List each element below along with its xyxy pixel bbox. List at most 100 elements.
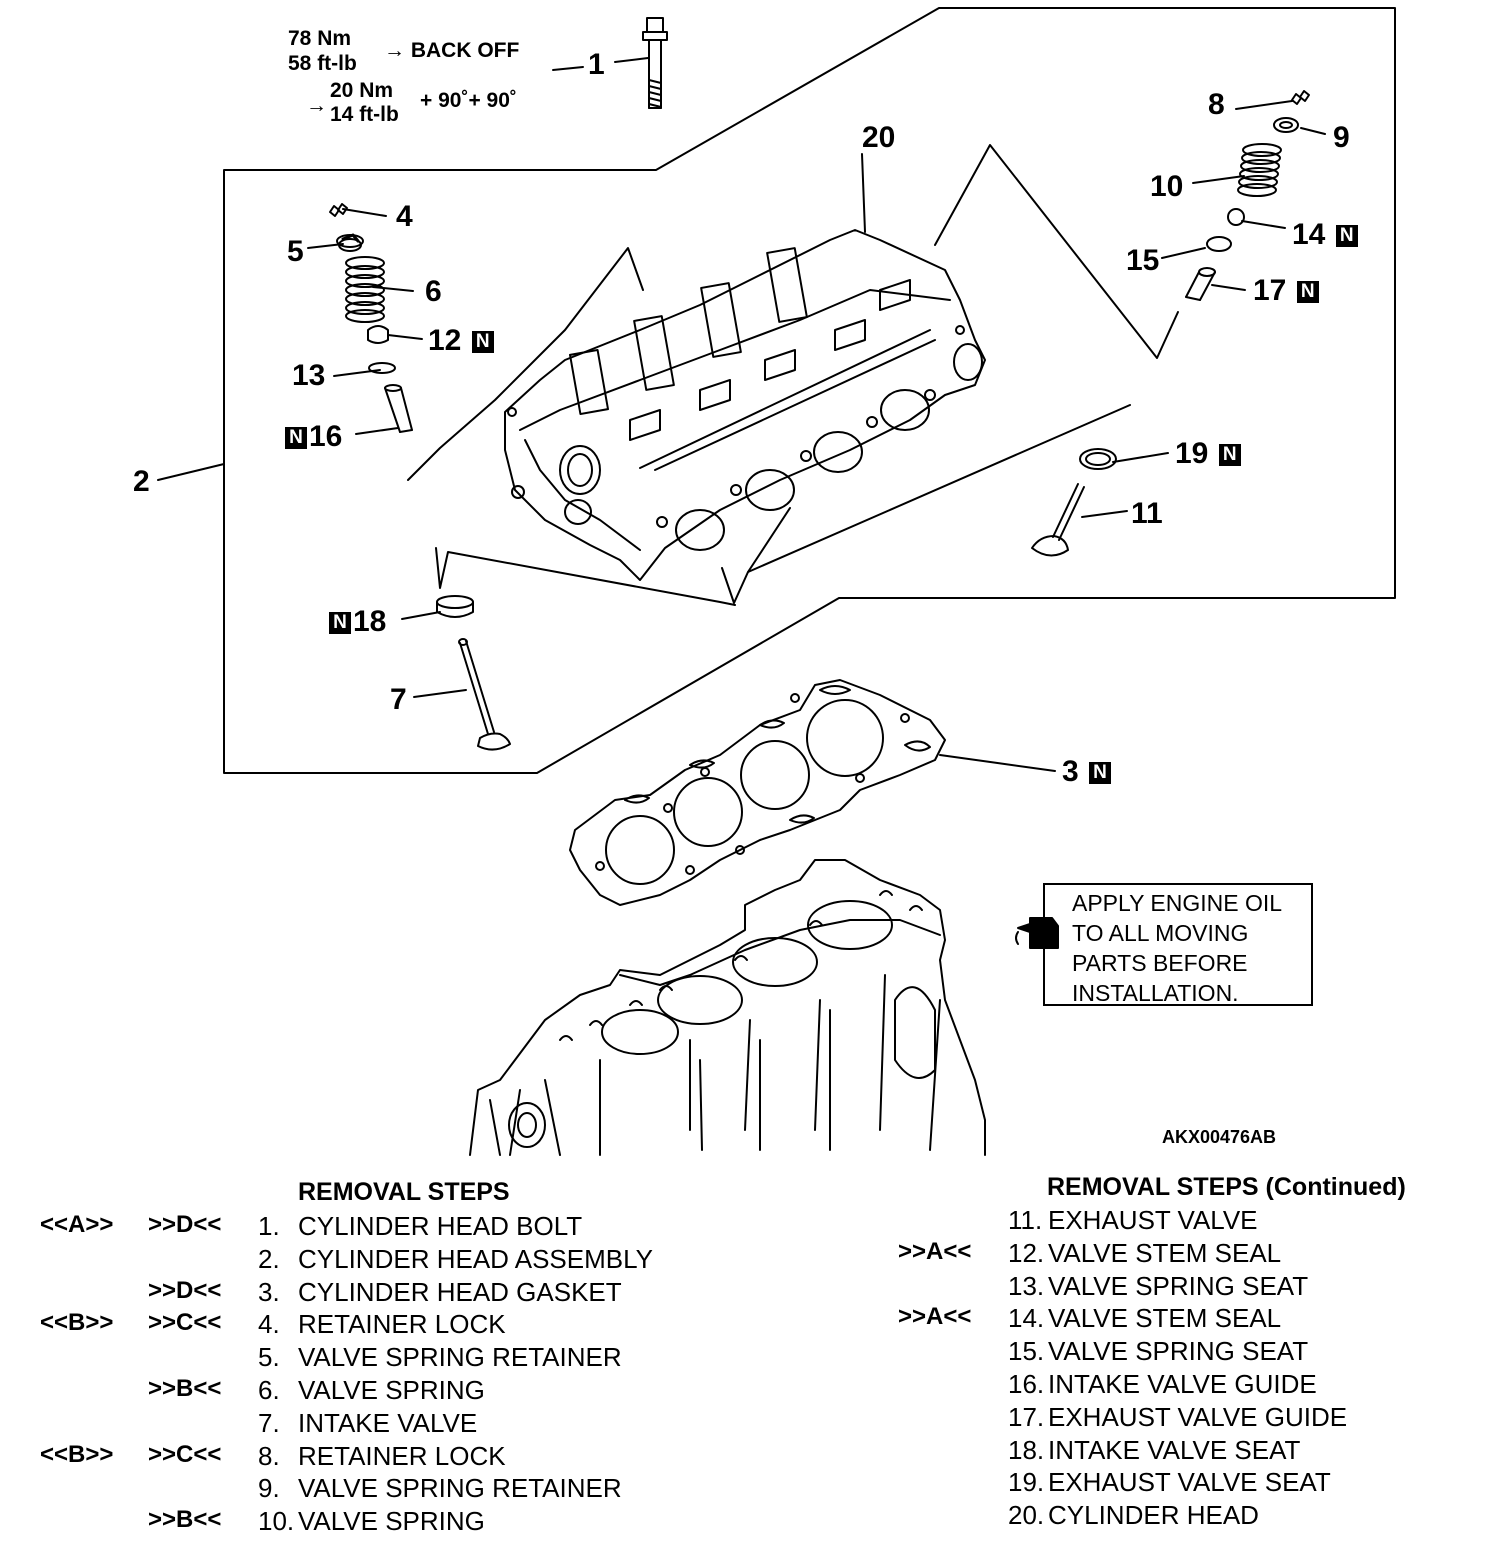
note-line-1: APPLY ENGINE OIL: [1072, 890, 1283, 916]
step-mark: >>A<<: [898, 1303, 972, 1331]
step-number: 9.: [258, 1473, 280, 1504]
note-line-4: INSTALLATION.: [1072, 980, 1239, 1006]
step-number: 14.: [1008, 1303, 1045, 1334]
exhaust-valve-guide-17: [1185, 267, 1216, 301]
step-mark-right: >>B<<: [148, 1506, 222, 1534]
breakout-line-lower: [435, 547, 736, 606]
torque-back-off: → BACK OFF: [384, 39, 520, 62]
step-number: 20.: [1008, 1500, 1045, 1531]
retainer-lock-8: [1291, 90, 1310, 105]
intake-valve-guide-16: [384, 384, 413, 433]
callout-3: 3 N: [1062, 757, 1113, 787]
step-mark-right: >>D<<: [148, 1211, 222, 1238]
breakout-line-left: [407, 247, 644, 481]
step-text: VALVE SPRING RETAINER: [298, 1473, 622, 1504]
callout-13: 13: [292, 359, 326, 392]
step-text: VALVE SPRING: [298, 1506, 485, 1537]
step-text: INTAKE VALVE SEAT: [1048, 1434, 1301, 1465]
step-number: 8.: [258, 1440, 280, 1471]
new-part-badge: N: [285, 427, 307, 449]
step-number: 2.: [258, 1243, 280, 1274]
step-number: 5.: [258, 1342, 280, 1373]
head-bolt: [642, 17, 668, 109]
callout-6: 6: [425, 275, 442, 308]
step-number: 10.: [258, 1506, 295, 1537]
removal-steps-continued-heading: REMOVAL STEPS (Continued): [1047, 1173, 1406, 1201]
retainer-5: [336, 233, 364, 252]
step-text: CYLINDER HEAD GASKET: [298, 1276, 622, 1307]
callout-1: 1: [588, 48, 605, 81]
removal-steps-heading: REMOVAL STEPS: [298, 1178, 510, 1206]
callout-7: 7: [390, 683, 407, 716]
new-part-badge: N: [471, 331, 494, 353]
callout-9: 9: [1333, 121, 1350, 154]
step-mark-right: >>D<<: [148, 1276, 222, 1304]
step-text: VALVE SPRING SEAT: [1048, 1270, 1309, 1301]
torque-line-4: 14 ft-lb: [330, 103, 399, 126]
torque-arrow: →: [306, 94, 327, 117]
breakout-line-right: [934, 144, 1179, 359]
callout-19: 19 N: [1175, 439, 1243, 469]
step-text: VALVE SPRING SEAT: [1048, 1336, 1309, 1367]
step-text: VALVE SPRING: [298, 1375, 485, 1405]
valve-spring-6: [345, 256, 385, 323]
stem-seal-12: [367, 325, 389, 344]
step-number: 18.: [1008, 1434, 1045, 1465]
step-mark-left: <<B>>: [40, 1309, 114, 1337]
torque-line-3: 20 Nm: [330, 79, 394, 102]
callout-2: 2: [133, 465, 150, 498]
new-part-badge: N: [329, 612, 351, 634]
head-gasket-3: [569, 679, 946, 906]
callout-20: 20: [862, 121, 896, 154]
exhaust-valve-11: [1031, 483, 1085, 557]
callout-11: 11: [1131, 497, 1163, 530]
step-text: EXHAUST VALVE GUIDE: [1048, 1401, 1348, 1432]
new-part-badge: N: [1218, 444, 1241, 466]
step-mark-left: <<A>>: [40, 1211, 114, 1238]
step-mark: >>A<<: [898, 1237, 972, 1265]
note-line-3: PARTS BEFORE: [1072, 950, 1248, 976]
new-part-badge: N: [1335, 225, 1358, 247]
step-text: EXHAUST VALVE: [1048, 1205, 1258, 1235]
step-number: 7.: [258, 1407, 280, 1438]
step-text: RETAINER LOCK: [298, 1440, 506, 1471]
step-text: CYLINDER HEAD BOLT: [298, 1211, 583, 1241]
engine-oil-note-box: [1043, 883, 1313, 1006]
callout-14: 14 N: [1292, 220, 1360, 250]
callout-15: 15: [1126, 244, 1160, 277]
step-text: VALVE STEM SEAL: [1048, 1237, 1282, 1268]
step-mark-right: >>C<<: [148, 1309, 222, 1337]
breakout-line-bottom: [721, 404, 1131, 604]
step-number: 16.: [1008, 1369, 1045, 1399]
step-number: 1.: [258, 1211, 280, 1241]
callout-10: 10: [1150, 170, 1184, 203]
step-text: VALVE SPRING RETAINER: [298, 1342, 622, 1373]
torque-line-2: 58 ft-lb: [288, 52, 357, 75]
step-text: INTAKE VALVE: [298, 1407, 478, 1438]
step-mark-left: <<B>>: [40, 1440, 114, 1468]
new-part-badge: N: [1089, 762, 1112, 784]
stem-seal-14: [1227, 208, 1245, 226]
step-number: 15.: [1008, 1336, 1045, 1367]
callout-4: 4: [396, 200, 413, 233]
step-text: VALVE STEM SEAL: [1048, 1303, 1282, 1334]
callout-17: 17 N: [1253, 276, 1321, 306]
step-number: 11.: [1008, 1205, 1043, 1235]
retainer-lock-4: [329, 203, 348, 217]
breakout-line-mid: [747, 507, 791, 573]
step-text: EXHAUST VALVE SEAT: [1048, 1467, 1331, 1498]
exhaust-valve-seat-19: [1079, 448, 1117, 470]
callout-8: 8: [1208, 88, 1225, 121]
note-line-2: TO ALL MOVING: [1072, 920, 1249, 946]
engine-block: [469, 859, 986, 1156]
intake-valve-7: [458, 638, 511, 751]
valve-spring-10: [1237, 143, 1282, 197]
retainer-9: [1273, 117, 1299, 133]
torque-line-1: 78 Nm: [288, 27, 352, 50]
step-mark-right: >>C<<: [148, 1440, 222, 1468]
step-number: 17.: [1008, 1401, 1045, 1432]
callout-12: 12 N: [428, 326, 496, 356]
